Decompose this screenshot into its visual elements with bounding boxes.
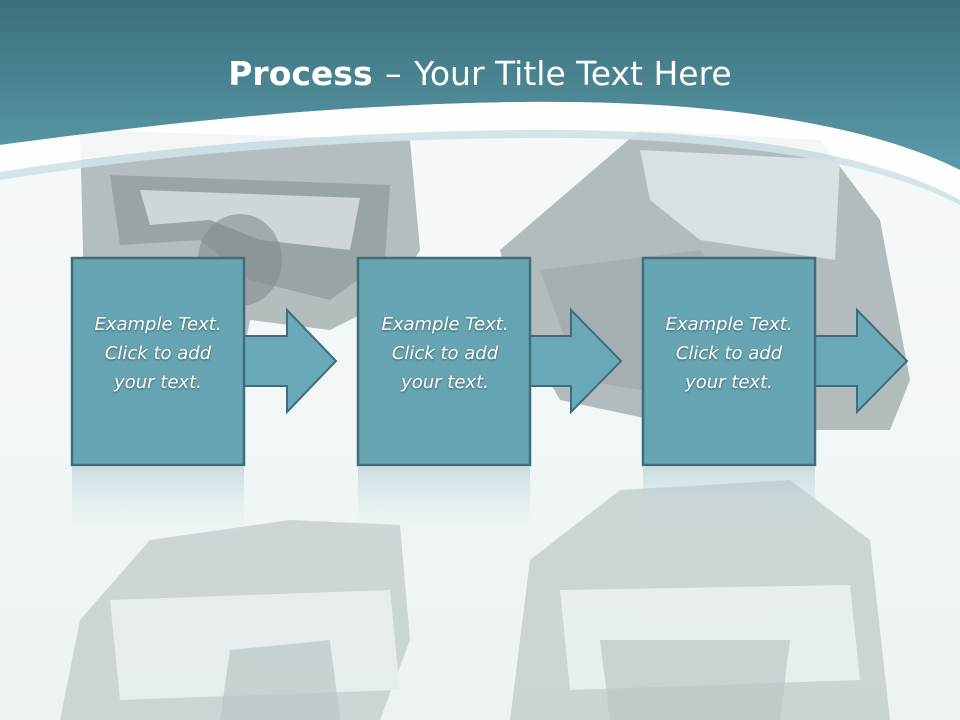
- title-text: Your Title Text Here: [414, 54, 732, 93]
- step-1-line-3: your text.: [114, 372, 202, 393]
- step-3-box: [641, 256, 817, 467]
- process-step-2[interactable]: [356, 256, 623, 467]
- step-2-line-1: Example Text.: [381, 314, 509, 335]
- step-1-line-1: Example Text.: [94, 314, 222, 335]
- process-step-1[interactable]: [70, 256, 338, 467]
- step-1-text[interactable]: Example Text. Click to add your text.: [68, 310, 248, 397]
- step-2-text[interactable]: Example Text. Click to add your text.: [355, 310, 535, 397]
- step-1-line-2: Click to add: [104, 343, 212, 364]
- mask-bottom-left: [60, 520, 410, 720]
- step-1-box: [70, 256, 246, 467]
- step-3-line-3: your text.: [685, 372, 773, 393]
- step-2-arrow: [529, 307, 623, 415]
- slide-title[interactable]: Process – Your Title Text Here: [0, 52, 960, 96]
- process-step-3[interactable]: [641, 256, 909, 467]
- step-3-text[interactable]: Example Text. Click to add your text.: [639, 310, 819, 397]
- title-separator: –: [385, 54, 402, 93]
- reflections: [72, 467, 815, 537]
- mask-bottom-right: [510, 480, 890, 720]
- step-3-line-2: Click to add: [675, 343, 783, 364]
- step-2-line-2: Click to add: [391, 343, 499, 364]
- step-3-arrow: [814, 307, 909, 415]
- step-3-line-1: Example Text.: [665, 314, 793, 335]
- title-bold: Process: [228, 54, 373, 93]
- step-2-box: [356, 256, 532, 467]
- step-1-arrow: [243, 307, 338, 415]
- step-2-line-3: your text.: [401, 372, 489, 393]
